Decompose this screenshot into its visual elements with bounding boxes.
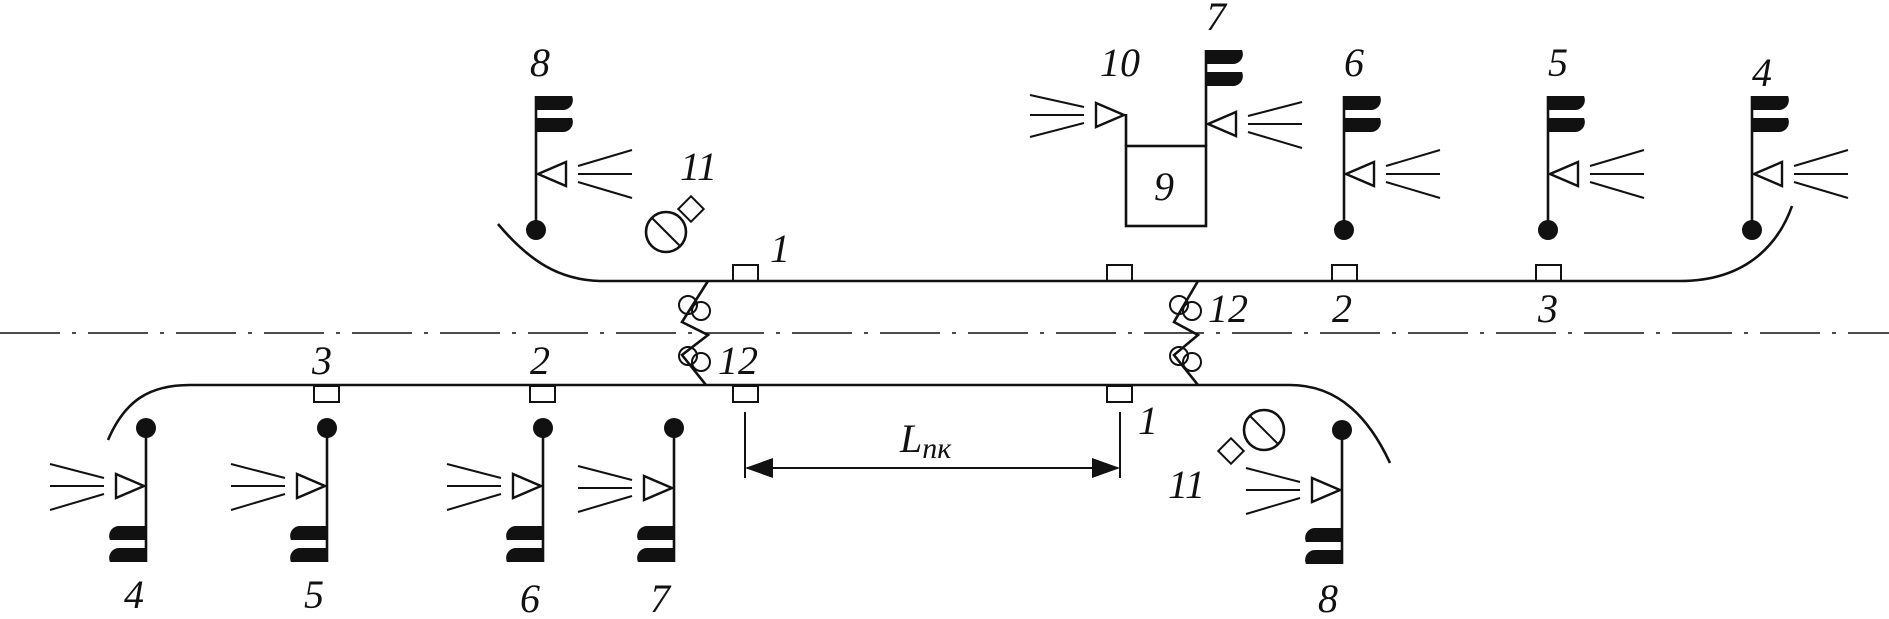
label-2-bottom: 2 (530, 338, 550, 383)
signal-flag-icon (1742, 96, 1849, 240)
label-10: 10 (1100, 40, 1140, 85)
label-4-bottom: 4 (124, 572, 144, 617)
coupling-icon-left (678, 295, 711, 372)
label-8-top: 8 (530, 40, 550, 85)
label-4-top: 4 (1752, 50, 1772, 95)
lamp-icon (1216, 408, 1286, 466)
signal-lamp-icon (1029, 94, 1128, 138)
label-6-bottom: 6 (520, 576, 540, 619)
track-marker-box (1106, 264, 1133, 282)
signal-flag-icon (577, 418, 684, 562)
label-6-top: 6 (1344, 40, 1364, 85)
track-marker-box (1331, 264, 1358, 282)
track-marker-box (313, 385, 340, 403)
label-5-bottom: 5 (304, 572, 324, 617)
lower-track-line (106, 383, 1392, 464)
signal-flag-icon (1538, 96, 1645, 240)
signal-flag-icon (1334, 96, 1441, 240)
track-marker-box (1106, 385, 1133, 403)
track-marker-box (529, 385, 556, 403)
label-7-bottom: 7 (650, 576, 672, 619)
track-marker-box (1535, 264, 1562, 282)
label-3-top: 3 (1537, 286, 1558, 331)
track-marker-box (732, 385, 759, 403)
label-2-top: 2 (1332, 286, 1352, 331)
label-5-top: 5 (1548, 40, 1568, 85)
track-marker-box (732, 264, 759, 282)
dimension-label: Lпк (899, 416, 952, 465)
signal-flag-icon (1204, 50, 1303, 149)
label-11-bottom: 11 (1168, 462, 1205, 507)
signal-flag-icon (1245, 420, 1352, 564)
label-1-top: 1 (770, 226, 790, 271)
label-9: 9 (1154, 164, 1174, 209)
signal-flag-icon (526, 96, 633, 240)
label-11-top: 11 (680, 144, 717, 189)
signal-flag-icon (49, 418, 156, 562)
coupling-icon-right (1169, 295, 1202, 372)
upper-track-line (497, 205, 1794, 283)
label-12-right: 12 (1208, 286, 1248, 331)
label-12-left: 12 (718, 338, 758, 383)
label-1-bottom: 1 (1138, 398, 1158, 443)
lamp-icon (644, 194, 706, 254)
station-box (1124, 144, 1208, 228)
label-7-top: 7 (1206, 0, 1228, 39)
label-8-bottom: 8 (1318, 576, 1338, 619)
signal-flag-icon (230, 418, 337, 562)
label-3-bottom: 3 (311, 338, 332, 383)
signal-flag-icon (446, 418, 553, 562)
